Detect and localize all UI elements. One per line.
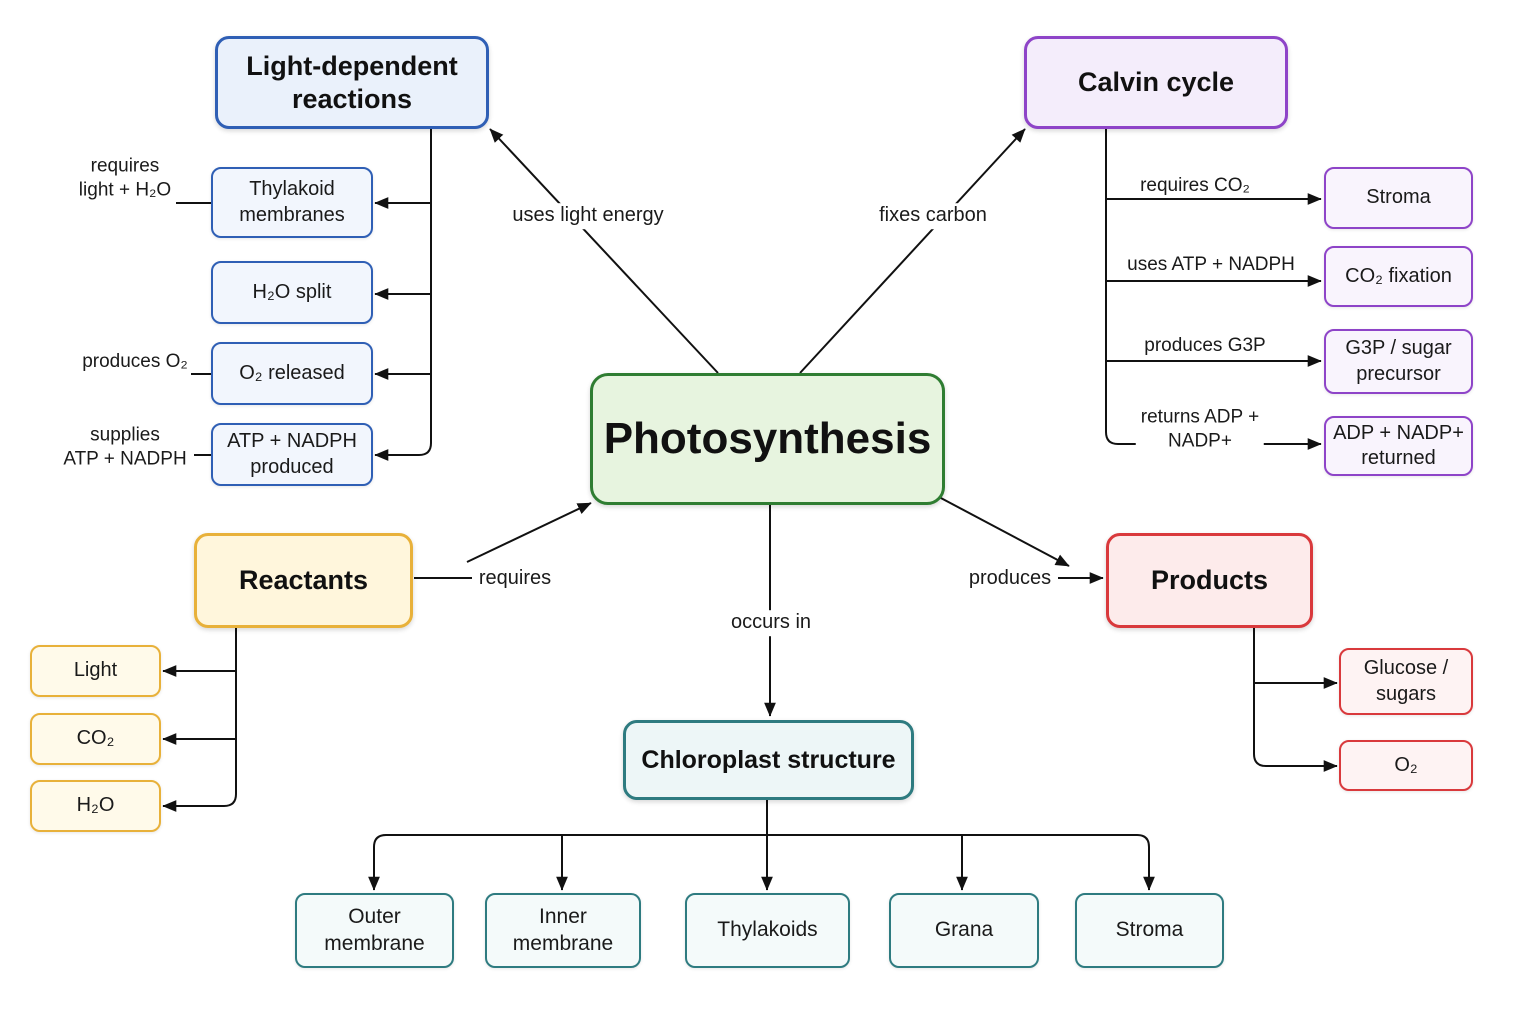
reactants-title: Reactants [238,565,369,596]
calvin-stroma-label: Stroma [1366,186,1431,209]
edge-label-requires: requires [473,566,557,592]
edge-label-fixes-carbon: fixes carbon [874,203,992,229]
thylakoids-node: Thylakoids [685,893,850,968]
edge-label-uses-atp-nadph: uses ATP + NADPH [1127,253,1295,275]
connector-chloroplast-to-outer-membrane [368,834,767,891]
calvin-cycle-node: Calvin cycle [1024,36,1288,129]
note-requires-light-h2o: requires light + H₂O [78,155,172,201]
connector-photosynthesis-to-light-dependent [489,128,719,374]
note-produces-o2: produces O₂ [82,350,188,372]
outer-membrane-node: Outer membrane [295,893,454,968]
thylakoid-membranes-label: Thylakoid membranes [239,178,345,226]
products-title: Products [1150,565,1269,596]
o2-released-node: O₂ released [211,342,373,405]
photosynthesis-node: Photosynthesis [590,373,945,505]
light-dependent-reactions-node: Light-dependent reactions [215,36,489,129]
reactants-node: Reactants [194,533,413,628]
reactant-co2-node: CO₂ [30,713,161,765]
connector-chloroplast-to-stroma [767,834,1155,891]
chloroplast-stroma-node: Stroma [1075,893,1224,968]
reactant-co2-label: CO₂ [76,727,115,750]
co2-fixation-label: CO₂ fixation [1345,264,1452,287]
o2-released-label: O₂ released [239,361,345,384]
reactant-h2o-label: H₂O [76,794,115,817]
connector-products-trunk-to-o2 [1253,628,1338,772]
edge-label-returns-adp-nadp: returns ADP + NADP+ [1135,405,1265,455]
product-glucose-sugars-label: Glucose / sugars [1363,657,1449,705]
reactant-h2o-node: H₂O [30,780,161,832]
photosynthesis-title: Photosynthesis [603,414,932,464]
grana-label: Grana [934,918,994,942]
edge-label-produces: produces [963,566,1057,592]
product-glucose-sugars-node: Glucose / sugars [1339,648,1473,715]
grana-node: Grana [889,893,1039,968]
g3p-sugar-precursor-node: G3P / sugar precursor [1324,329,1473,394]
outer-membrane-label: Outer membrane [324,904,425,955]
connector-reactants-trunk-to-h2o [162,628,237,812]
g3p-sugar-precursor-label: G3P / sugar precursor [1345,337,1452,385]
edge-label-uses-light-energy: uses light energy [507,203,669,229]
thylakoid-membranes-node: Thylakoid membranes [211,167,373,238]
chloroplast-structure-node: Chloroplast structure [623,720,914,800]
product-o2-label: O₂ [1394,753,1418,776]
atp-nadph-produced-node: ATP + NADPH produced [211,423,373,486]
adp-nadp-returned-label: ADP + NADP+ returned [1333,421,1464,469]
chloroplast-structure-title: Chloroplast structure [641,745,896,774]
h2o-split-node: H₂O split [211,261,373,324]
connector-photosynthesis-to-products [938,496,1070,567]
light-dependent-reactions-title: Light-dependent reactions [246,50,458,114]
connector-calvin-trunk-to-adp-nadp [1105,129,1322,450]
inner-membrane-node: Inner membrane [485,893,641,968]
adp-nadp-returned-node: ADP + NADP+ returned [1324,416,1473,476]
atp-nadph-produced-label: ATP + NADPH produced [227,430,357,478]
edge-label-occurs-in: occurs in [725,610,817,636]
inner-membrane-label: Inner membrane [512,904,614,955]
chloroplast-stroma-label: Stroma [1115,918,1184,942]
reactant-light-node: Light [30,645,161,697]
reactant-light-label: Light [73,659,118,682]
h2o-split-label: H₂O split [252,280,332,303]
co2-fixation-node: CO₂ fixation [1324,246,1473,307]
products-node: Products [1106,533,1313,628]
edge-label-produces-g3p: produces G3P [1144,334,1266,356]
connector-reactants-to-photosynthesis [466,502,592,563]
note-supplies-atp-nadph: supplies ATP + NADPH [63,424,187,470]
calvin-stroma-node: Stroma [1324,167,1473,229]
edge-label-requires-co2: requires CO₂ [1140,174,1250,196]
connector-photosynthesis-to-calvin-cycle [799,128,1026,374]
product-o2-node: O₂ [1339,740,1473,791]
connector-light-trunk-to-atp-nadph [374,129,432,461]
thylakoids-label: Thylakoids [717,918,818,942]
calvin-cycle-title: Calvin cycle [1077,67,1235,98]
